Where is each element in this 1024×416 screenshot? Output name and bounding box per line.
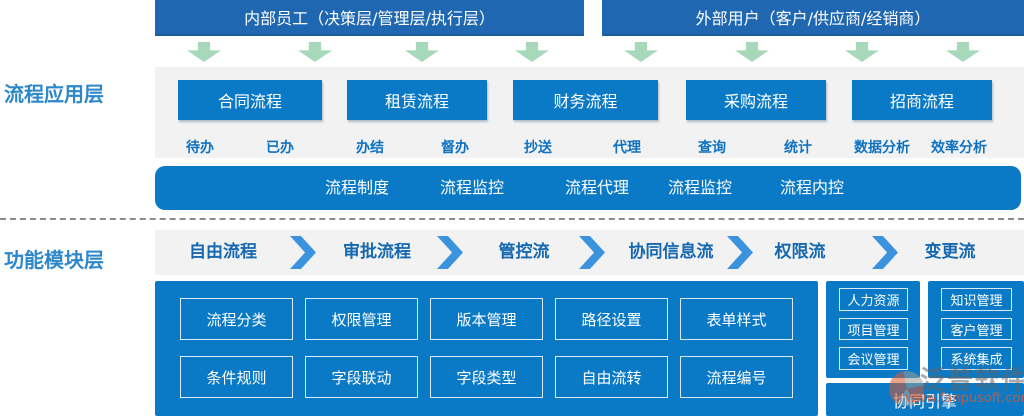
module-box: 路径设置 — [555, 298, 668, 340]
engine-bar: 协同引擎 — [826, 383, 1024, 416]
process-box-contract: 合同流程 — [178, 80, 322, 120]
internal-users-header: 内部员工（决策层/管理层/执行层） — [155, 0, 584, 36]
flow-chevron-icon — [727, 236, 753, 269]
down-arrow-icon — [515, 42, 549, 62]
flow-step: 审批流程 — [343, 242, 411, 262]
module-box: 表单样式 — [680, 298, 793, 340]
side-modules-panel-1: 人力资源 项目管理 会议管理 — [826, 281, 920, 378]
down-arrow-icon — [298, 42, 332, 62]
process-box-lease: 租赁流程 — [347, 80, 487, 120]
module-box: 自由流转 — [555, 356, 668, 398]
layer-divider — [0, 218, 1024, 220]
side-module-box: 会议管理 — [839, 347, 908, 371]
quick-label: 抄送 — [524, 140, 552, 156]
module-box: 流程编号 — [680, 356, 793, 398]
flow-step: 变更流 — [924, 242, 976, 262]
quick-label: 待办 — [186, 140, 214, 156]
down-arrow-icon — [624, 42, 658, 62]
quick-label: 统计 — [784, 140, 812, 156]
watermark-brand: 泛普软件 — [920, 366, 1024, 396]
flow-chevron-icon — [579, 236, 605, 269]
side-module-box: 系统集成 — [941, 347, 1012, 371]
module-box: 条件规则 — [180, 356, 293, 398]
control-bar-item: 流程监控 — [439, 178, 505, 197]
application-layer-label: 流程应用层 — [4, 82, 104, 106]
flow-steps-bar: 自由流程 审批流程 管控流 协同信息流 权限流 变更流 — [155, 230, 1024, 275]
module-box: 流程分类 — [180, 298, 293, 340]
down-arrow-icon — [946, 42, 980, 62]
down-arrow-icon — [845, 42, 879, 62]
control-bar-item: 流程监控 — [667, 178, 733, 197]
quick-label: 督办 — [441, 140, 469, 156]
down-arrow-icon — [735, 42, 769, 62]
flow-chevron-icon — [290, 236, 316, 269]
flow-chevron-icon — [437, 236, 463, 269]
watermark-logo-icon — [889, 371, 924, 406]
process-control-bar: 流程制度 流程监控 流程代理 流程监控 流程内控 — [155, 166, 1021, 210]
side-module-box: 人力资源 — [839, 288, 908, 311]
process-box-investment: 招商流程 — [852, 80, 992, 120]
flow-chevron-icon — [872, 236, 898, 269]
control-bar-item: 流程制度 — [324, 178, 390, 197]
down-arrow-icon — [405, 42, 439, 62]
quick-label: 效率分析 — [931, 140, 987, 156]
quick-label: 代理 — [613, 140, 641, 156]
side-module-box: 项目管理 — [839, 317, 908, 341]
flow-step: 管控流 — [498, 242, 550, 262]
quick-label: 办结 — [356, 140, 384, 156]
module-box: 权限管理 — [305, 298, 418, 340]
quick-label: 已办 — [266, 140, 294, 156]
flow-step: 协同信息流 — [628, 242, 714, 262]
module-layer-label: 功能模块层 — [4, 248, 104, 272]
flow-step: 自由流程 — [189, 242, 257, 262]
external-users-header: 外部用户（客户/供应商/经销商） — [602, 0, 1024, 36]
control-bar-item: 流程代理 — [564, 178, 630, 197]
quick-label: 数据分析 — [854, 140, 910, 156]
watermark-url: www.fanpusoft.com — [905, 391, 1024, 406]
side-module-box: 知识管理 — [941, 288, 1012, 311]
process-box-finance: 财务流程 — [513, 80, 658, 120]
flow-step: 权限流 — [774, 242, 826, 262]
side-module-box: 客户管理 — [941, 317, 1012, 341]
module-box: 版本管理 — [430, 298, 543, 340]
side-modules-panel-2: 知识管理 客户管理 系统集成 — [928, 281, 1024, 378]
process-box-purchase: 采购流程 — [686, 80, 826, 120]
module-box: 字段类型 — [430, 356, 543, 398]
quick-label: 查询 — [698, 140, 726, 156]
down-arrow-icon — [187, 42, 221, 62]
module-grid-panel: 流程分类 权限管理 版本管理 路径设置 表单样式 条件规则 字段联动 字段类型 … — [155, 281, 818, 416]
control-bar-item: 流程内控 — [779, 178, 845, 197]
module-box: 字段联动 — [305, 356, 418, 398]
